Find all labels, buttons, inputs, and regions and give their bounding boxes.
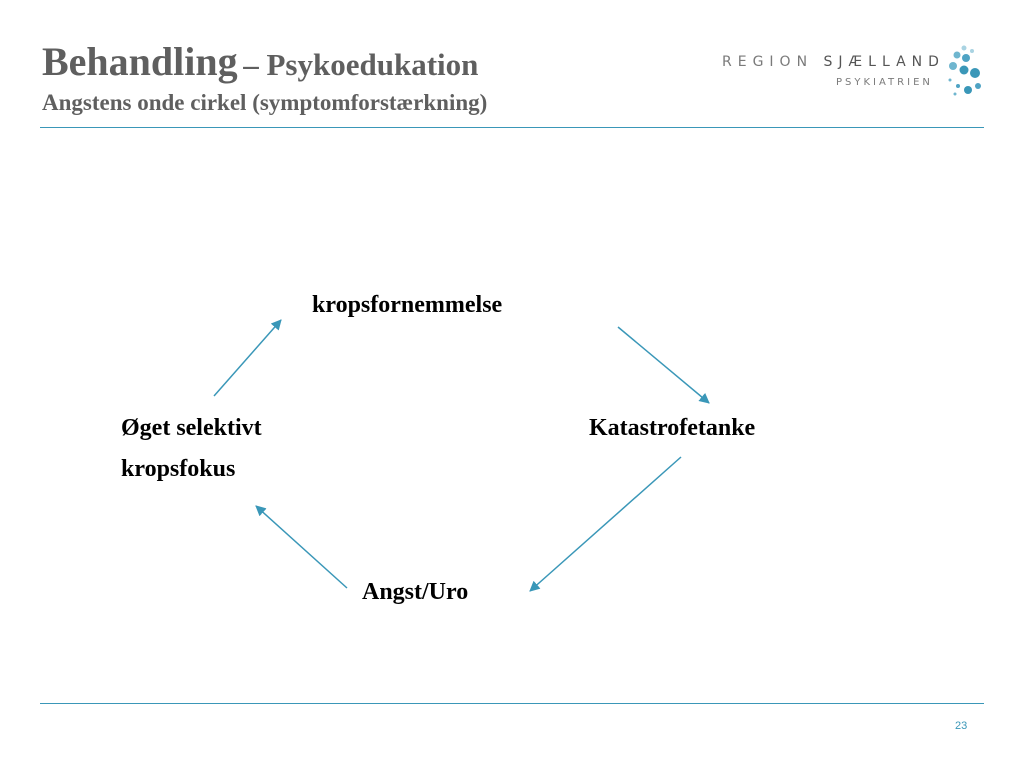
arrow-left-to-top [213, 319, 282, 397]
logo-name-text: SJÆLLAND [823, 54, 945, 70]
arrow-right-to-bottom [529, 456, 682, 592]
header-divider [40, 127, 984, 128]
title-text: Behandling [42, 39, 238, 84]
node-left-line2: kropsfokus [121, 456, 236, 482]
logo-wordmark: REGION SJÆLLAND [722, 54, 945, 70]
node-angst-uro: Angst/Uro [362, 579, 469, 605]
node-kropsfornemmelse: kropsfornemmelse [312, 292, 503, 318]
footer-divider [40, 703, 984, 704]
node-selektivt-kropsfokus: Øget selektivt kropsfokus [121, 408, 262, 490]
logo-department-text: PSYKIATRIEN [836, 77, 933, 88]
node-left-line1: Øget selektivt [121, 415, 262, 441]
page-title: Behandling – Psykoedukation [42, 38, 478, 85]
region-logo: REGION SJÆLLAND PSYKIATRIEN [722, 44, 982, 100]
arrow-bottom-to-left [255, 505, 348, 589]
arrow-top-to-right [617, 326, 710, 404]
node-katastrofetanke: Katastrofetanke [589, 415, 756, 441]
title-suffix: – Psykoedukation [243, 47, 479, 82]
page-subtitle: Angstens onde cirkel (symptomforstærknin… [42, 90, 488, 115]
logo-region-text: REGION [722, 54, 814, 70]
logo-dots-icon [948, 45, 981, 96]
page-number: 23 [955, 720, 968, 732]
